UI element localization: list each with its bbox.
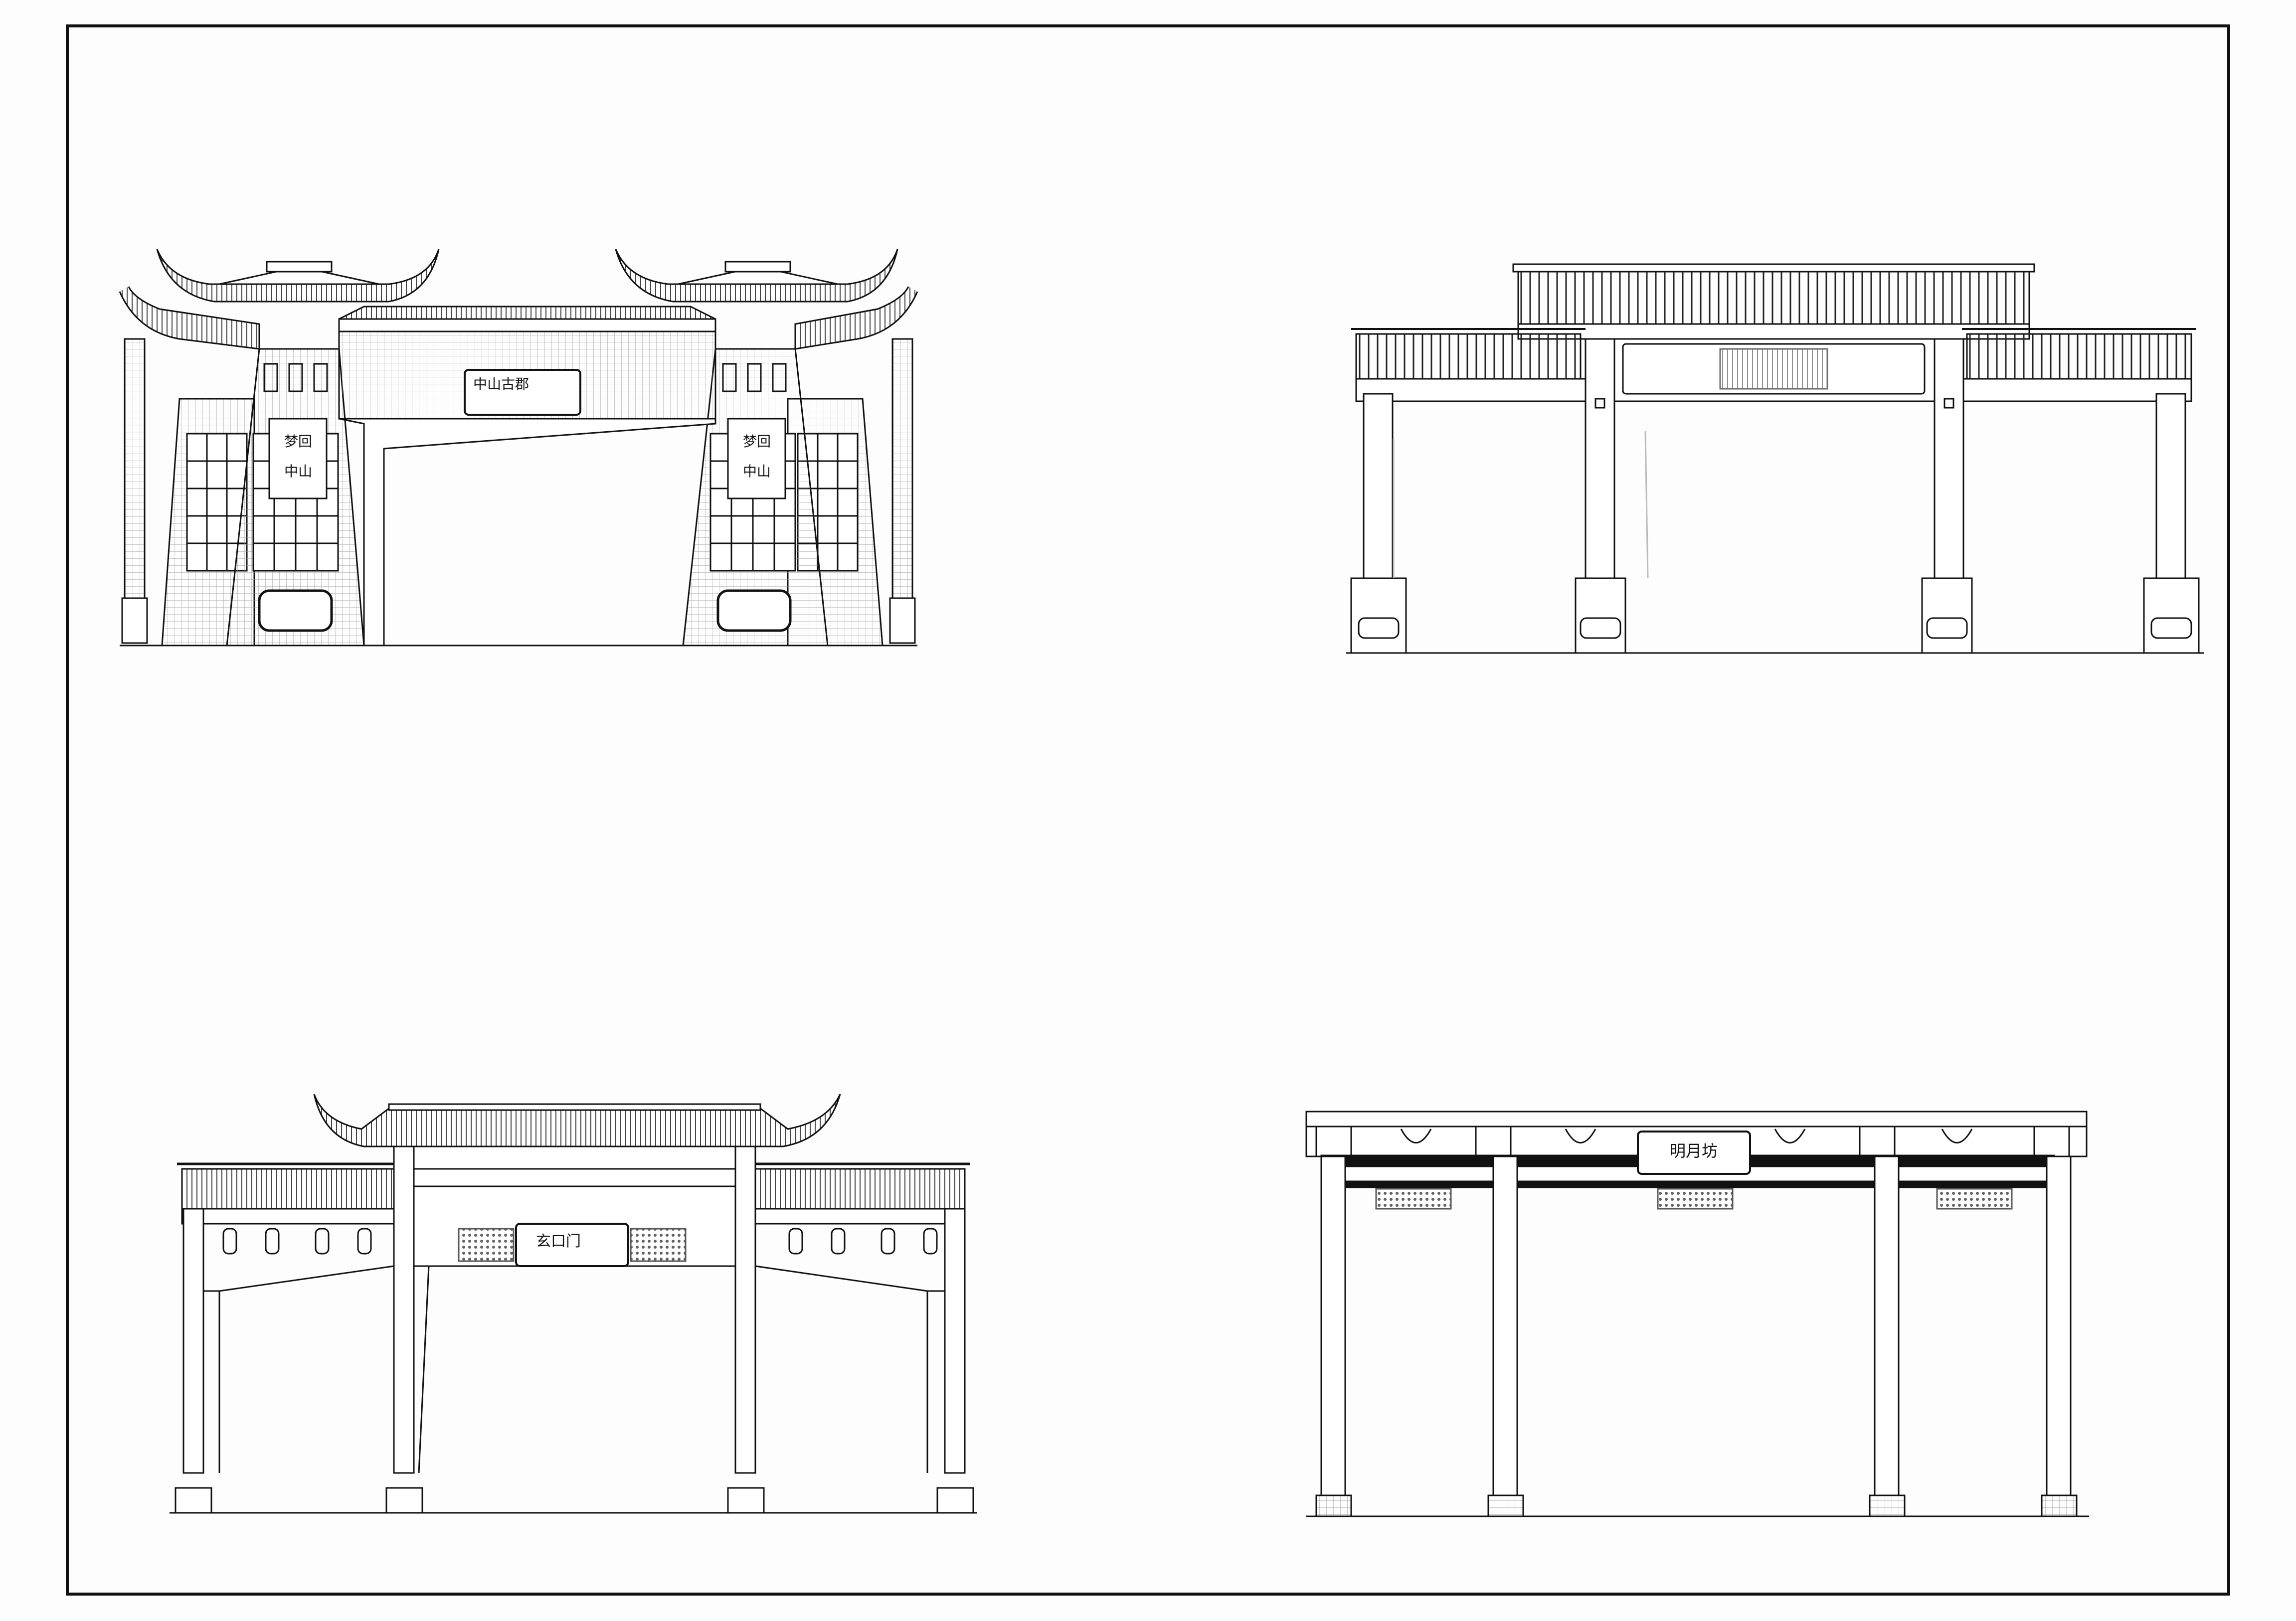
- gate-1-left-pillar-text-1: 梦回: [284, 433, 312, 450]
- gate-2-post-2: [1585, 338, 1615, 582]
- gate-3-post-3: [734, 1145, 756, 1474]
- gate-1-left-signboard: [268, 418, 328, 499]
- gate-2-left-roof: [1355, 333, 1582, 380]
- gate-3-left-roof: [181, 1168, 410, 1210]
- gate-2-right-roof: [1966, 333, 2192, 380]
- gate-1-right-pillar-text-1: 梦回: [743, 433, 771, 450]
- gate-4: [1305, 1111, 2089, 1517]
- gate-1-left-tower-roof: [156, 249, 440, 303]
- gate-1-left-pillar-text-2: 中山: [284, 463, 312, 480]
- gate-3-plaque-text: 玄口门: [536, 1233, 581, 1250]
- gate-4-column-4: [2046, 1155, 2072, 1496]
- gate-2-post-1: [1363, 393, 1394, 582]
- gate-4-column-2: [1492, 1155, 1518, 1496]
- gate-4-column-3: [1874, 1155, 1900, 1496]
- gate-1-right-cartouche: [716, 589, 792, 632]
- gate-3-post-4: [944, 1208, 966, 1474]
- gate-4-plaque-text: 明月坊: [1670, 1141, 1718, 1160]
- gate-1-right-side-roof: [794, 286, 918, 350]
- gate-4-column-1: [1320, 1155, 1346, 1496]
- gate-4-roof-band: [1305, 1111, 2088, 1128]
- gate-3-central-roof: [313, 1094, 841, 1147]
- gate-3-post-2: [393, 1145, 415, 1474]
- gate-1-left-side-roof: [119, 286, 260, 350]
- gate-4-plaque: [1637, 1131, 1751, 1175]
- gate-1: [119, 249, 918, 647]
- gate-3-lanterns: [222, 1228, 938, 1255]
- gate-1-left-cartouche: [258, 589, 333, 632]
- gate-2-bases: [1350, 577, 2200, 654]
- gate-2: [1346, 263, 2204, 654]
- gate-1-right-pillar-text-2: 中山: [743, 463, 771, 480]
- gate-2-post-4: [2155, 393, 2186, 582]
- gate-3-post-1: [182, 1208, 204, 1474]
- gate-2-post-3: [1934, 338, 1964, 582]
- gate-3-plaque: [515, 1223, 629, 1267]
- gate-1-merlons: [338, 318, 716, 332]
- sheet-border: [66, 24, 2230, 1596]
- gate-1-central-roof: [339, 306, 716, 320]
- gate-3: [170, 1094, 977, 1514]
- gate-1-plaque-text: 中山古郡: [473, 376, 529, 392]
- gate-2-top-roof: [1517, 268, 2030, 325]
- gate-3-right-roof: [737, 1168, 966, 1210]
- gate-1-right-tower-roof: [615, 249, 898, 303]
- gate-1-right-signboard: [727, 418, 786, 499]
- gate-1-plaque: [464, 369, 581, 416]
